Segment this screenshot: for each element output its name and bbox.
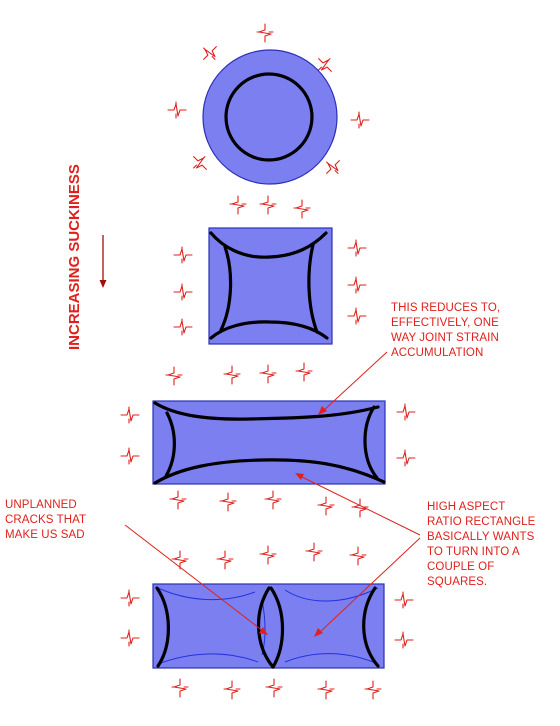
rectangular-slab — [152, 400, 386, 485]
strain-joint-icon — [173, 318, 193, 336]
strain-joint-icon — [165, 366, 183, 386]
annotation-reduces: THIS REDUCES TO, EFFECTIVELY, ONE WAY JO… — [391, 302, 503, 359]
strain-joint-icon — [173, 283, 193, 301]
strain-joint-icon — [347, 307, 367, 325]
strain-joint-icon — [120, 406, 140, 424]
strain-joint-icon — [317, 680, 335, 700]
annotation-aspect: HIGH ASPECT RATIO RECTANGLE BASICALLY WA… — [427, 501, 539, 588]
strain-joint-icon — [173, 246, 193, 264]
strain-joint-icon — [120, 589, 140, 607]
strain-joint-icon — [350, 111, 370, 129]
strain-joint-icon — [305, 542, 323, 562]
down-arrow-icon — [99, 235, 107, 288]
strain-joint-icon — [223, 365, 241, 385]
strain-joint-icon — [167, 101, 187, 119]
strain-joint-icon — [295, 362, 313, 382]
strain-joint-icon — [120, 629, 140, 647]
strain-joint-icon — [259, 545, 277, 565]
strain-joint-icon — [256, 23, 274, 43]
annotation-unplanned: UNPLANNED CRACKS THAT MAKE US SAD — [5, 499, 89, 541]
strain-joint-icon — [216, 550, 234, 570]
circular-slab — [202, 49, 338, 185]
square-slab-cracks — [209, 231, 329, 340]
strain-joint-icon — [187, 150, 213, 176]
strain-joint-icon — [259, 195, 277, 215]
strain-joint-icon — [364, 680, 382, 700]
strain-joint-icon — [349, 546, 367, 566]
side-label: INCREASING SUCKINESS — [66, 164, 83, 350]
strain-joint-icon — [347, 276, 367, 294]
split-slab — [152, 583, 385, 669]
strain-joint-icon — [259, 364, 277, 384]
strain-joint-icon — [394, 591, 414, 609]
strain-joint-icon — [394, 631, 414, 649]
strain-joint-icon — [169, 490, 187, 510]
strain-joint-icon — [219, 492, 237, 512]
circular-slab-body — [202, 49, 338, 185]
strain-joint-icon — [197, 40, 223, 66]
strain-joint-icon — [171, 550, 189, 570]
strain-joint-icon — [120, 447, 140, 465]
circular-crack — [224, 72, 314, 162]
strain-joint-icon — [320, 154, 346, 180]
strain-joint-icon — [347, 239, 367, 257]
strain-joint-icon — [264, 490, 282, 510]
strain-joint-icon — [265, 678, 283, 698]
rectangular-slab-cracks — [153, 401, 386, 485]
strain-joint-icon — [396, 403, 416, 421]
leader-reduces — [318, 351, 388, 415]
strain-joint-icon — [229, 195, 247, 215]
leader-unplanned — [124, 524, 268, 635]
square-slab — [208, 227, 333, 345]
strain-joint-icon — [223, 680, 241, 700]
strain-joint-icon — [396, 449, 416, 467]
strain-joint-icon — [293, 199, 311, 219]
strain-joint-icon — [171, 678, 189, 698]
strain-joint-icon — [317, 496, 335, 516]
leader-aspect-upper — [295, 473, 421, 536]
leader-aspect-lower — [314, 537, 421, 637]
